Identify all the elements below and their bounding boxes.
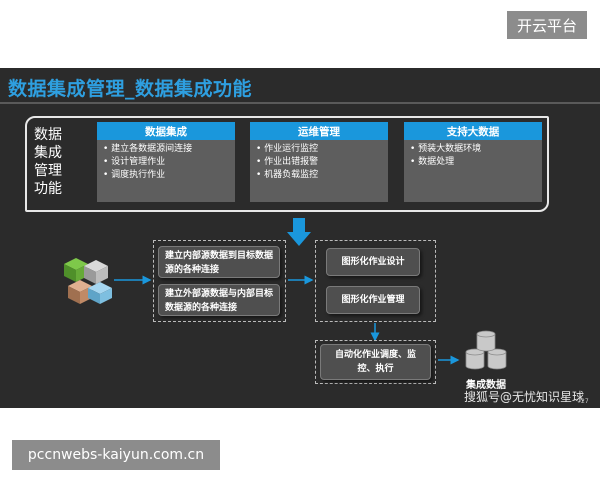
automation-group [315, 340, 436, 384]
func-box-body: 作业运行监控 作业出错报警 机器负载监控 [250, 140, 388, 202]
flow-connectors [114, 275, 460, 365]
connect-internal-box: 建立内部源数据到目标数据源的各种连接 [158, 246, 280, 278]
slide-watermark: 搜狐号@无忧知识星球 [464, 390, 585, 404]
title-divider [0, 102, 600, 104]
func-item: 机器负载监控 [256, 169, 382, 182]
connection-group [153, 240, 286, 322]
func-item: 预装大数据环境 [410, 143, 536, 156]
func-box-body: 建立各数据源间连接 设计管理作业 调度执行作业 [97, 140, 235, 202]
func-item: 建立各数据源间连接 [103, 143, 229, 156]
func-box-header: 运维管理 [250, 122, 388, 140]
function-label-line: 管理 [34, 163, 62, 179]
function-frame [25, 116, 549, 212]
function-label: 数据 集成 管理 功能 [34, 126, 80, 198]
slide-number: 27 [581, 398, 589, 405]
func-item: 设计管理作业 [103, 156, 229, 169]
func-item: 数据处理 [410, 156, 536, 169]
platform-badge: 开云平台 [507, 11, 587, 39]
integrated-data-label: 集成数据 [466, 380, 506, 391]
down-arrow-icon [287, 218, 311, 246]
func-item: 作业出错报警 [256, 156, 382, 169]
site-url-badge: pccnwebs-kaiyun.com.cn [12, 440, 220, 470]
func-item: 调度执行作业 [103, 169, 229, 182]
automation-box: 自动化作业调度、监控、执行 [320, 344, 431, 380]
slide-title: 数据集成管理_数据集成功能 [8, 78, 253, 100]
database-icon [465, 330, 507, 370]
data-sources-icon [64, 258, 112, 304]
func-box-body: 预装大数据环境 数据处理 [404, 140, 542, 202]
connect-external-box: 建立外部源数据与内部目标数据源的各种连接 [158, 284, 280, 316]
design-group [315, 240, 436, 322]
func-box-big-data: 支持大数据 预装大数据环境 数据处理 [404, 122, 542, 202]
func-box-header: 数据集成 [97, 122, 235, 140]
func-box-ops-management: 运维管理 作业运行监控 作业出错报警 机器负载监控 [250, 122, 388, 202]
function-label-line: 功能 [34, 181, 62, 197]
function-label-line: 集成 [34, 145, 62, 161]
func-box-data-integration: 数据集成 建立各数据源间连接 设计管理作业 调度执行作业 [97, 122, 235, 202]
slide: 数据集成管理_数据集成功能 数据 集成 管理 功能 数据集成 建立各数据源间连接… [0, 68, 600, 408]
function-label-line: 数据 [34, 127, 62, 143]
graphical-design-box: 图形化作业设计 [326, 248, 420, 276]
func-box-header: 支持大数据 [404, 122, 542, 140]
graphical-management-box: 图形化作业管理 [326, 286, 420, 314]
func-item: 作业运行监控 [256, 143, 382, 156]
